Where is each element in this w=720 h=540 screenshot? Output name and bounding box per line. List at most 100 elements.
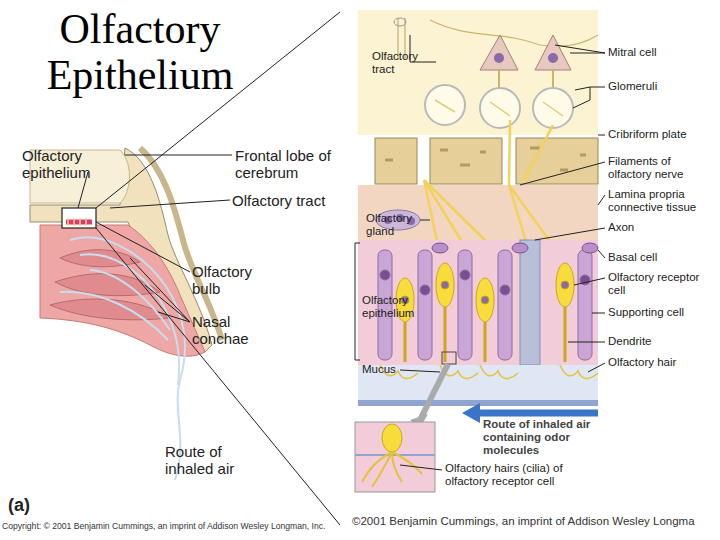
glomerulus — [435, 100, 563, 116]
leader-line — [574, 278, 605, 285]
basal-cell — [582, 243, 598, 253]
cribriform-plate — [516, 138, 598, 184]
part-label: Olfactory epithelium — [22, 147, 127, 182]
receptor-cell — [556, 263, 574, 307]
olfactory-bulb — [62, 208, 96, 228]
part-label: Supporting cell — [608, 306, 684, 319]
zoom-pointer — [420, 364, 448, 420]
part-label: Nasal conchae — [192, 313, 272, 348]
leader-line — [598, 250, 605, 258]
nerve-filament — [509, 120, 560, 255]
part-label: Mucus — [362, 363, 396, 376]
cribriform-plate — [430, 138, 502, 184]
air-route — [80, 254, 179, 385]
leader-line — [592, 313, 605, 314]
leader-line — [520, 162, 605, 185]
receptor-cell — [476, 278, 494, 322]
nasal-cavity — [40, 225, 205, 356]
neural-layer — [548, 53, 558, 63]
inset-detail — [382, 424, 402, 452]
leader-line — [96, 222, 190, 272]
zoom-pointer — [442, 352, 456, 364]
epithelium-layer — [520, 240, 540, 365]
glomerulus — [425, 85, 573, 128]
nasal-cavity — [60, 250, 140, 267]
mucus-layer — [380, 365, 598, 379]
supporting-cell — [498, 250, 512, 360]
part-label: Olfactory hairs (cilia) of olfactory rec… — [445, 462, 575, 488]
receptor-cell — [564, 307, 567, 362]
leader-line — [400, 370, 440, 372]
inset-detail — [355, 422, 435, 492]
leader-line — [400, 465, 442, 470]
part-label: Olfactory bulb — [192, 263, 272, 298]
receptor-cell — [444, 307, 447, 362]
olfactory-bulb — [62, 208, 96, 228]
part-label: Olfactory receptor cell — [608, 271, 713, 297]
olfactory-bulb — [66, 220, 92, 225]
part-label: Glomeruli — [608, 80, 657, 93]
basal-cell — [432, 243, 448, 253]
receptor-cell — [436, 263, 454, 307]
cribriform-plate — [375, 138, 598, 184]
part-label: Olfactory tract — [372, 50, 434, 76]
leader-line — [588, 363, 605, 372]
leader-line — [535, 228, 605, 240]
part-label: Filaments of olfactory nerve — [608, 155, 708, 181]
glomerulus — [533, 88, 573, 128]
neural-layer — [480, 35, 518, 70]
leader-line — [573, 87, 605, 108]
supporting-cell — [460, 270, 470, 280]
leader-line — [355, 243, 360, 360]
part-label: Dendrite — [608, 335, 651, 348]
supporting-cell — [578, 250, 592, 360]
inset-detail — [362, 452, 422, 487]
cribriform-plate — [375, 138, 417, 184]
neural-layer — [535, 35, 571, 70]
basal-cell — [432, 243, 598, 253]
olfactory-bulb — [68, 218, 86, 226]
neural-layer — [394, 18, 406, 26]
nerve-filament — [523, 125, 553, 182]
nasal-cavity — [40, 225, 205, 356]
leader-line — [555, 45, 605, 53]
receptor-cell — [481, 296, 489, 304]
receptor-cell — [404, 322, 407, 362]
leader-line — [355, 35, 605, 470]
leader-line — [130, 258, 190, 322]
neural-layer — [430, 20, 598, 46]
neural-layer — [494, 53, 504, 63]
diagram-title: Olfactory Epithelium — [10, 6, 270, 98]
copyright-note: Copyright: © 2001 Benjamin Cummings, an … — [2, 522, 325, 532]
air-arrow — [478, 410, 598, 417]
supporting-cell — [458, 250, 472, 360]
leader-line — [96, 228, 340, 525]
leader-line — [568, 342, 605, 343]
receptor-cell — [441, 281, 449, 289]
part-label: Cribriform plate — [608, 128, 687, 141]
air-arrow — [462, 403, 480, 423]
receptor-cell — [396, 263, 574, 362]
part-label: Route of inhaled air containing odor mol… — [483, 418, 608, 458]
copyright-note: ©2001 Benjamin Cummings, an imprint of A… — [352, 515, 695, 528]
part-label: Route of inhaled air — [165, 443, 255, 478]
supporting-cell — [500, 285, 510, 295]
zoom-pointer — [410, 352, 456, 428]
air-route — [90, 270, 170, 330]
part-label: Olfactory tract — [232, 192, 325, 209]
air-route — [60, 292, 168, 340]
part-label: Mitral cell — [608, 46, 657, 59]
epithelium-layer — [358, 240, 598, 365]
epithelium-layer — [358, 240, 598, 365]
part-label: Olfactory epithelium — [362, 294, 422, 320]
glomerulus — [480, 88, 520, 128]
supporting-cell — [380, 270, 390, 280]
basal-cell — [512, 243, 528, 253]
panel-letter: (a) — [8, 495, 30, 516]
leader-line — [598, 195, 605, 205]
leader-line — [125, 155, 232, 156]
cribriform-plate — [385, 148, 586, 170]
part-label: Basal cell — [608, 251, 657, 264]
neural-layer — [499, 70, 553, 90]
glomerulus — [425, 85, 465, 125]
